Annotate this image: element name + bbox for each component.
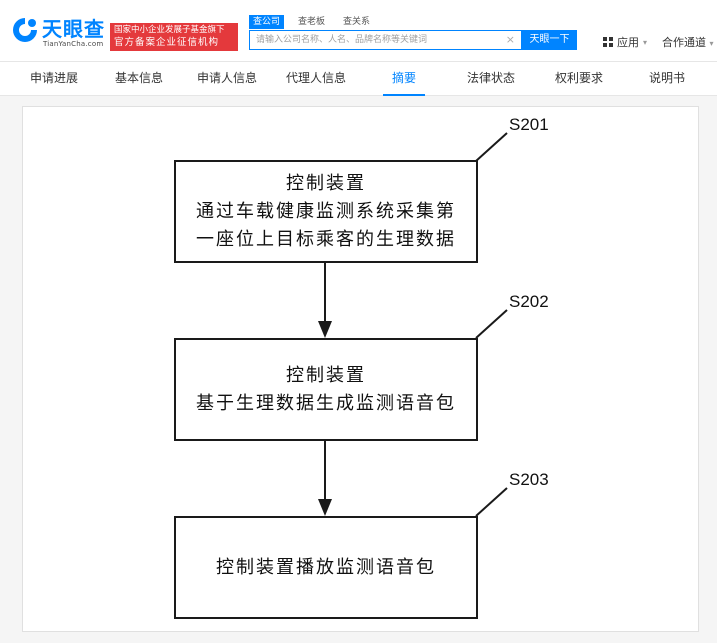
- apps-label: 应用: [617, 36, 639, 49]
- tab-abstract[interactable]: 摘要: [383, 62, 425, 96]
- tab-claims[interactable]: 权利要求: [555, 71, 604, 85]
- banner-line-1: 国家中小企业发展子基金旗下: [114, 25, 225, 35]
- tab-legal-status[interactable]: 法律状态: [467, 71, 516, 85]
- step-box-s203: 控制装置播放监测语音包: [174, 516, 478, 619]
- caret-down-icon: ▾: [709, 39, 714, 48]
- search-type-tabs: 查公司 查老板 查关系: [249, 15, 374, 29]
- clear-icon[interactable]: ×: [505, 33, 515, 46]
- tab-search-boss[interactable]: 查老板: [298, 17, 326, 27]
- tab-applicant-info[interactable]: 申请人信息: [196, 71, 257, 85]
- step-s201-line-2: 通过车载健康监测系统采集第: [196, 200, 456, 222]
- tab-specification[interactable]: 说明书: [648, 71, 685, 85]
- step-label-s202: S202: [509, 292, 549, 311]
- step-box-s202: 控制装置 基于生理数据生成监测语音包: [174, 338, 478, 441]
- search-button[interactable]: 天眼一下: [522, 30, 577, 50]
- tab-search-relation[interactable]: 查关系: [343, 17, 371, 27]
- coop-label: 合作通道: [662, 36, 706, 49]
- step-box-s201: 控制装置 通过车载健康监测系统采集第 一座位上目标乘客的生理数据: [174, 160, 478, 263]
- step-label-s203: S203: [509, 470, 549, 489]
- leader-line-s201: [475, 132, 508, 162]
- step-s202-line-1: 控制装置: [286, 364, 366, 386]
- tab-agent-info[interactable]: 代理人信息: [285, 71, 346, 85]
- flowchart-connectors: [318, 132, 508, 517]
- top-header: 天眼查 TianYanCha.com 国家中小企业发展子基金旗下 官方备案企业征…: [0, 0, 717, 62]
- detail-tab-nav: 申请进展 基本信息 申请人信息 代理人信息 摘要 法律状态 权利要求 说明书: [0, 62, 717, 96]
- logo-subtext: TianYanCha.com: [43, 40, 104, 48]
- arrow-2-head: [318, 499, 332, 516]
- tab-search-company[interactable]: 查公司: [249, 15, 285, 29]
- arrow-1-head: [318, 321, 332, 338]
- official-banner[interactable]: 国家中小企业发展子基金旗下 官方备案企业征信机构: [110, 23, 238, 51]
- apps-menu[interactable]: 应用 ▾: [603, 34, 647, 50]
- tab-basic-info[interactable]: 基本信息: [115, 71, 164, 85]
- leader-line-s203: [475, 487, 508, 517]
- abstract-drawing-panel: S201 控制装置 通过车载健康监测系统采集第 一座位上目标乘客的生理数据 S2…: [22, 106, 699, 632]
- banner-line-2: 官方备案企业征信机构: [114, 37, 220, 48]
- leader-line-s202: [475, 309, 508, 339]
- grid-icon: [603, 37, 613, 47]
- logo-text: 天眼查: [42, 17, 105, 41]
- caret-down-icon: ▾: [643, 37, 648, 47]
- step-s201-line-1: 控制装置: [286, 172, 366, 194]
- cooperation-menu[interactable]: 合作通道 ▾: [662, 34, 714, 50]
- search-input[interactable]: [250, 31, 505, 49]
- search-box: ×: [249, 30, 522, 50]
- tianyancha-logo[interactable]: 天眼查 TianYanCha.com: [10, 13, 105, 51]
- step-label-s201: S201: [509, 115, 549, 134]
- step-s203-line-1: 控制装置播放监测语音包: [216, 556, 436, 578]
- tab-application-progress[interactable]: 申请进展: [30, 71, 79, 85]
- logo-mark-icon: [13, 18, 37, 42]
- step-s201-line-3: 一座位上目标乘客的生理数据: [196, 228, 456, 250]
- step-s202-line-2: 基于生理数据生成监测语音包: [196, 392, 456, 414]
